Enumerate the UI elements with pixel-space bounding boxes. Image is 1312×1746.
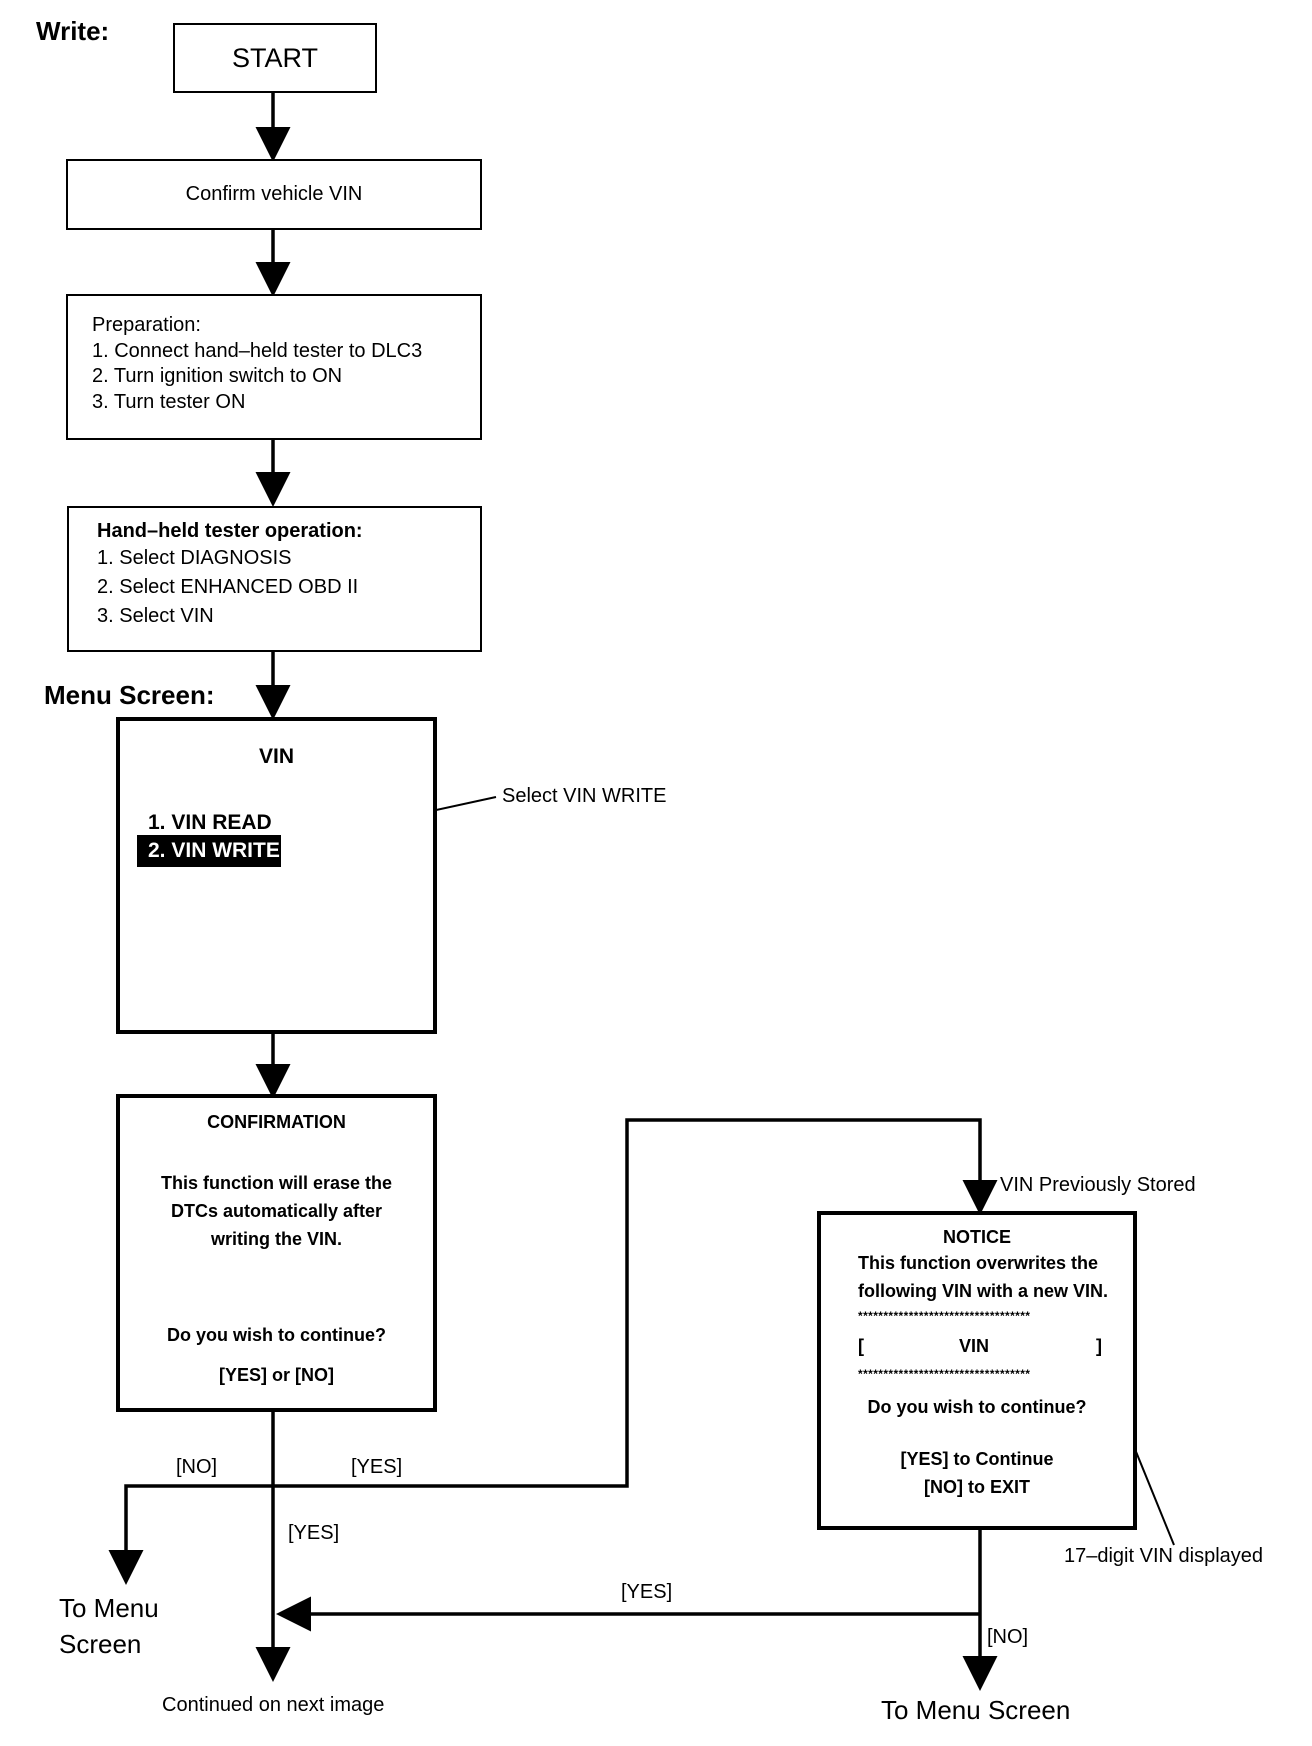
continued-label: Continued on next image	[162, 1694, 385, 1716]
confirm-vin-box: Confirm vehicle VIN	[66, 159, 482, 230]
arrow-no-to-menu-left	[108, 1484, 273, 1585]
vin-menu-screen: VIN 1. VIN READ 2. VIN WRITE	[116, 717, 437, 1034]
notice-vin-open-bracket: [	[858, 1336, 864, 1356]
confirm-vin-label: Confirm vehicle VIN	[185, 183, 363, 205]
branch-yes-upper: [YES]	[351, 1456, 403, 1478]
confirmation-question: Do you wish to continue?	[167, 1325, 386, 1345]
branch-no-left: [NO]	[176, 1456, 218, 1478]
preparation-title: Preparation:	[92, 314, 201, 336]
confirmation-options: [YES] or [NO]	[219, 1365, 334, 1385]
notice-yes-line: [YES] to Continue	[900, 1449, 1054, 1469]
confirmation-line-1: This function will erase the	[160, 1173, 393, 1193]
preparation-step-1: 1. Connect hand–held tester to DLC3	[92, 340, 423, 362]
notice-question: Do you wish to continue?	[867, 1397, 1087, 1417]
to-menu-right: To Menu Screen	[881, 1695, 1071, 1725]
section-label: Write:	[36, 16, 110, 46]
preparation-step-2: 2. Turn ignition switch to ON	[92, 365, 343, 387]
menu-item-vin-read: 1. VIN READ	[148, 811, 272, 834]
operation-step-2: 2. Select ENHANCED OBD II	[97, 576, 359, 598]
confirmation-line-3: writing the VIN.	[210, 1229, 342, 1249]
notice-no-line: [NO] to EXIT	[924, 1477, 1030, 1497]
callout-17-digit-vin: 17–digit VIN displayed	[1064, 1545, 1264, 1567]
vin-menu-title: VIN	[258, 745, 294, 768]
notice-title: NOTICE	[942, 1227, 1011, 1247]
notice-stars-bottom: **********************************	[858, 1367, 1031, 1381]
to-menu-left-line-1: To Menu	[59, 1593, 159, 1623]
branch-yes-return: [YES]	[621, 1581, 673, 1603]
operation-box: Hand–held tester operation: 1. Select DI…	[67, 506, 482, 652]
callout-select-vin-write: Select VIN WRITE	[502, 785, 667, 807]
notice-vin-close-bracket: ]	[1096, 1336, 1102, 1356]
notice-stars-top: **********************************	[858, 1309, 1031, 1323]
notice-screen: NOTICE This function overwrites the foll…	[817, 1211, 1137, 1530]
notice-line-1: This function overwrites the	[858, 1253, 1099, 1273]
notice-vin-label: VIN	[959, 1336, 990, 1356]
start-box: START	[173, 23, 377, 93]
confirmation-screen: CONFIRMATION This function will erase th…	[116, 1094, 437, 1412]
menu-item-vin-write: 2. VIN WRITE	[137, 835, 281, 867]
preparation-step-3: 3. Turn tester ON	[92, 391, 246, 413]
operation-step-1: 1. Select DIAGNOSIS	[97, 547, 292, 569]
start-label: START	[231, 42, 318, 73]
menu-screen-label: Menu Screen:	[44, 680, 215, 710]
arrow-yes-to-notice	[273, 1118, 998, 1488]
preparation-box: Preparation: 1. Connect hand–held tester…	[66, 294, 482, 440]
confirmation-title: CONFIRMATION	[207, 1112, 346, 1132]
notice-line-2: following VIN with a new VIN.	[858, 1281, 1109, 1301]
branch-yes-down: [YES]	[288, 1522, 340, 1544]
vin-previously-stored-label: VIN Previously Stored	[1000, 1174, 1196, 1196]
branch-no-notice: [NO]	[987, 1626, 1029, 1648]
to-menu-left-line-2: Screen	[59, 1629, 142, 1659]
operation-step-3: 3. Select VIN	[97, 605, 214, 627]
confirmation-line-2: DTCs automatically after	[170, 1201, 383, 1221]
operation-title: Hand–held tester operation:	[97, 520, 363, 542]
